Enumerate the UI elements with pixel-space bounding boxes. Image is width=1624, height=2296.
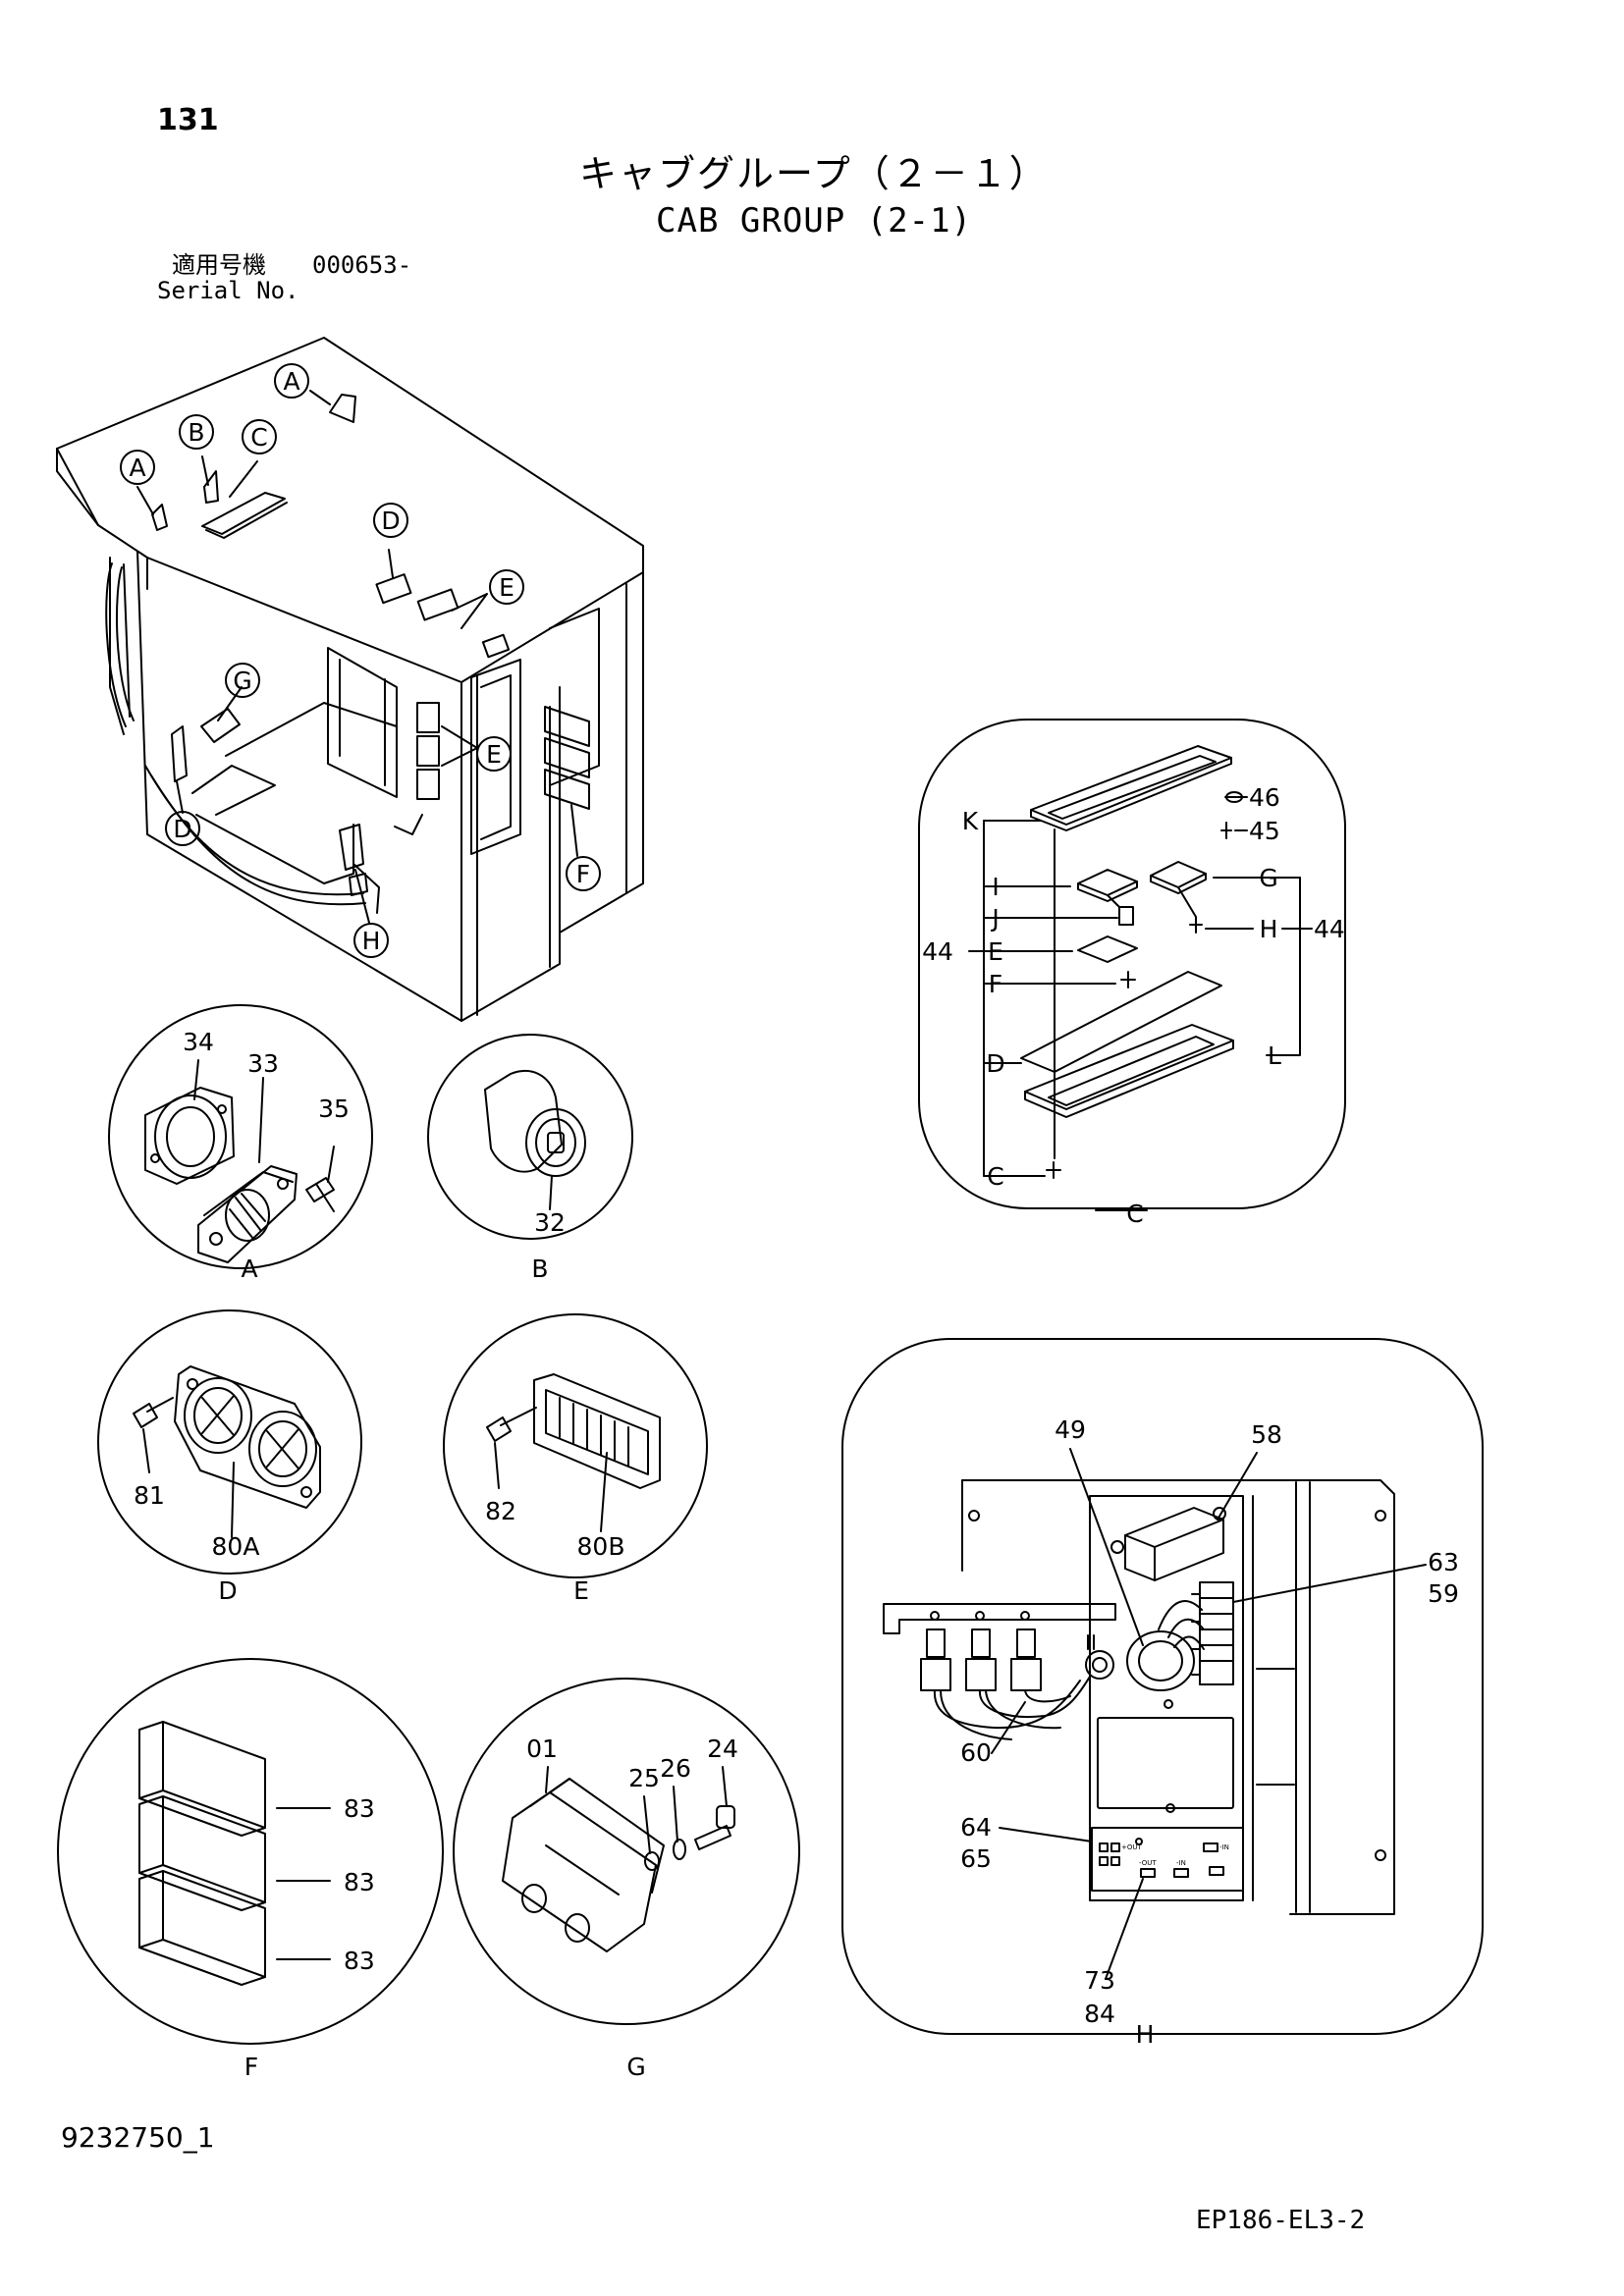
detail-e-view-label: E — [573, 1576, 589, 1605]
detail-h-drawing — [841, 1338, 1484, 2035]
detail-c-labels: K I J E F D C G H L 46 45 44 44 C — [922, 783, 1345, 1228]
overview-callout-f: F — [576, 860, 590, 888]
panel-mark-in-negative-top: -IN — [1219, 1843, 1229, 1851]
detail-c-letter-f: F — [989, 970, 1002, 998]
detail-h-labels: 49 58 63 59 60 64 65 73 84 H — [960, 1415, 1459, 2049]
part-83-label-middle: 83 — [344, 1868, 375, 1896]
plate-code: EP186-EL3-2 — [1196, 2206, 1366, 2235]
part-46-label: 46 — [1249, 783, 1280, 812]
cab-overview-drawing — [56, 337, 644, 1022]
detail-c-letter-i: I — [992, 873, 999, 901]
detail-g-labels: 01 25 26 24 G — [526, 1735, 738, 2081]
detail-g-drawing — [453, 1678, 800, 2025]
detail-g-view-label: G — [626, 2053, 645, 2081]
detail-c-letter-l: L — [1268, 1041, 1281, 1070]
overview-callout-g: G — [233, 667, 251, 695]
detail-c-letter-h: H — [1260, 915, 1278, 943]
page-title-japanese: キャブグループ（２－１） — [579, 152, 1049, 195]
overview-callout-a-top: A — [283, 367, 299, 396]
page-number: 131 — [157, 103, 219, 137]
detail-c-letter-d: D — [986, 1049, 1004, 1078]
serial-number-value: 000653- — [312, 251, 412, 279]
detail-d-labels: 81 80A D — [134, 1481, 259, 1605]
part-35-label: 35 — [318, 1095, 350, 1123]
detail-a-labels: 34 33 35 A — [183, 1028, 350, 1283]
detail-c-letter-c: C — [987, 1162, 1003, 1191]
detail-c-letter-g: G — [1259, 864, 1277, 892]
part-80a-label: 80A — [212, 1532, 260, 1561]
overview-callout-e-roof: E — [499, 573, 514, 602]
overview-callout-d-roof: D — [381, 507, 400, 535]
detail-b-view-label: B — [531, 1255, 548, 1283]
serial-label-english: Serial No. — [157, 277, 299, 304]
overview-callout-e-side: E — [486, 740, 502, 769]
overview-callout-d-side: D — [173, 815, 191, 843]
panel-mark-in-negative-bottom: -IN — [1176, 1859, 1186, 1867]
part-80b-label: 80B — [577, 1532, 625, 1561]
detail-c-view-label: C — [1126, 1200, 1143, 1228]
part-44-label-left: 44 — [922, 937, 953, 966]
part-73-label: 73 — [1084, 1966, 1115, 1995]
detail-a-view-label: A — [241, 1255, 257, 1283]
detail-c-drawing — [918, 719, 1346, 1211]
overview-callout-a-left: A — [129, 454, 145, 482]
detail-b-drawing — [427, 1034, 633, 1240]
part-60-label: 60 — [960, 1738, 992, 1767]
detail-a-drawing — [108, 1004, 373, 1269]
part-34-label: 34 — [183, 1028, 214, 1056]
part-01-label: 01 — [526, 1735, 558, 1763]
detail-c-letter-k: K — [962, 807, 979, 835]
part-84-label: 84 — [1084, 2000, 1115, 2028]
detail-h-view-label: H — [1136, 2020, 1155, 2049]
overview-callout-c: C — [250, 423, 267, 452]
detail-c-letter-j: J — [990, 904, 999, 933]
detail-f-labels: 83 83 83 F — [244, 1794, 375, 2081]
part-32-label: 32 — [534, 1208, 566, 1237]
detail-d-view-label: D — [218, 1576, 237, 1605]
detail-c-letter-e: E — [988, 937, 1003, 966]
part-44-label-right: 44 — [1314, 915, 1345, 943]
detail-e-labels: 82 80B E — [485, 1497, 624, 1605]
part-58-label: 58 — [1251, 1420, 1282, 1449]
detail-f-view-label: F — [244, 2053, 258, 2081]
part-33-label: 33 — [247, 1049, 279, 1078]
serial-label-japanese: 適用号機 — [172, 251, 266, 279]
part-26-label: 26 — [660, 1754, 691, 1783]
overview-callout-b: B — [188, 418, 204, 447]
part-83-label-bottom: 83 — [344, 1947, 375, 1975]
panel-mark-out-negative: -OUT — [1139, 1859, 1157, 1867]
part-59-label: 59 — [1428, 1579, 1459, 1608]
overview-callout-h: H — [362, 927, 381, 955]
page-title-english: CAB GROUP (2-1) — [656, 201, 973, 240]
panel-mark-out-positive: +OUT — [1121, 1843, 1142, 1851]
part-25-label: 25 — [628, 1764, 660, 1792]
detail-e-drawing — [443, 1313, 708, 1578]
part-24-label: 24 — [707, 1735, 738, 1763]
detail-b-labels: 32 B — [531, 1208, 565, 1283]
part-83-label-top: 83 — [344, 1794, 375, 1823]
part-65-label: 65 — [960, 1844, 992, 1873]
overview-callout-letters: A A B C D D E E F G H — [129, 367, 590, 955]
part-82-label: 82 — [485, 1497, 516, 1525]
part-64-label: 64 — [960, 1813, 992, 1842]
document-id: 9232750_1 — [61, 2121, 215, 2154]
part-49-label: 49 — [1055, 1415, 1086, 1444]
part-63-label: 63 — [1428, 1548, 1459, 1576]
overview-callout-circles — [120, 363, 601, 958]
detail-d-drawing — [97, 1309, 362, 1575]
detail-f-drawing — [57, 1658, 444, 2045]
detail-h-panel-marks: +OUT -IN -OUT -IN — [1121, 1843, 1229, 1867]
part-81-label: 81 — [134, 1481, 165, 1510]
part-45-label: 45 — [1249, 817, 1280, 845]
